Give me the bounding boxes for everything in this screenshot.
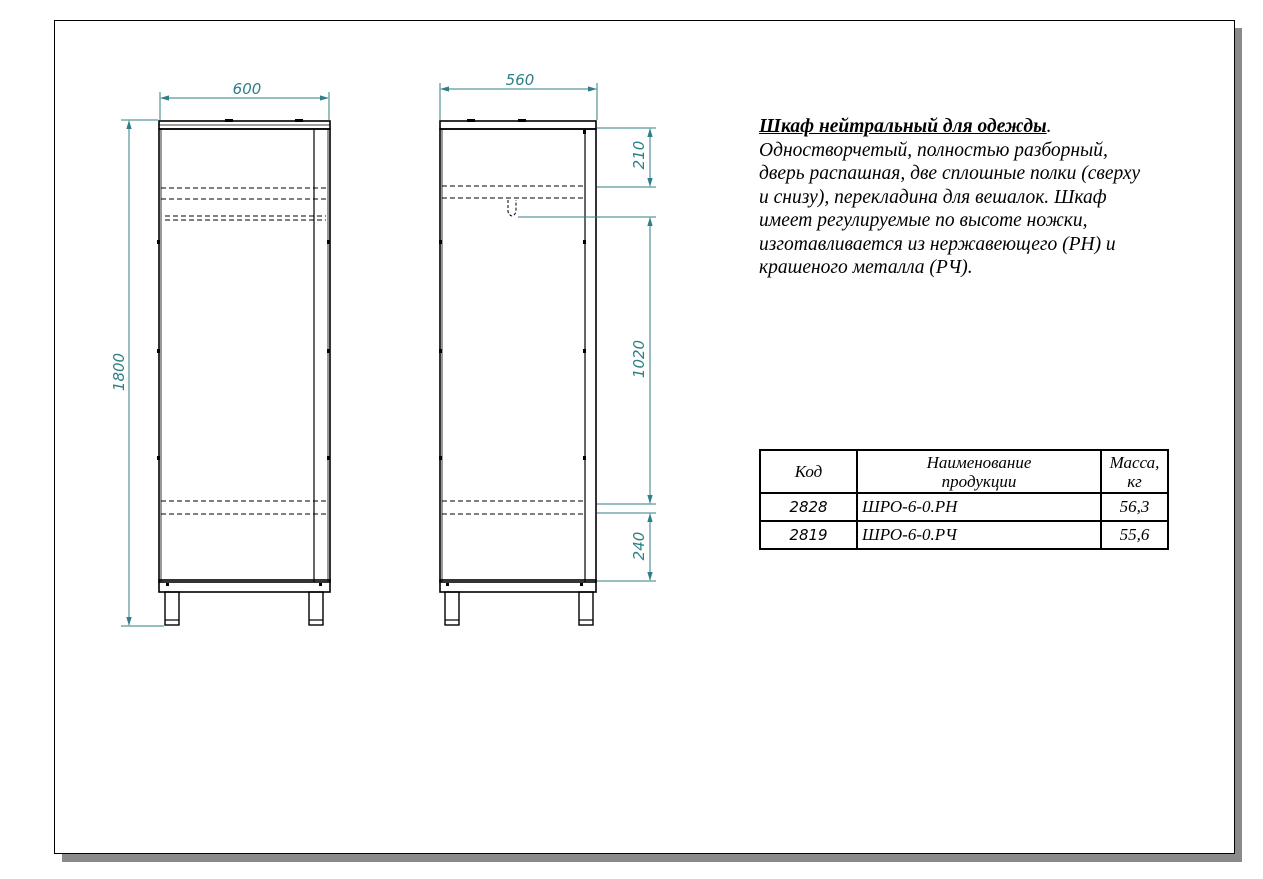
front-height-dimension (121, 119, 164, 627)
hanger-rail-hook (507, 200, 517, 217)
specification-table: Код Наименование продукции Масса, кг 282… (759, 449, 1169, 550)
front-leg-left (164, 591, 180, 626)
row-2-name: ШРО-6-0.РЧ (856, 520, 1102, 550)
side-bottom-label: 240 (630, 532, 648, 561)
row-1-mass: 56,3 (1100, 492, 1169, 522)
side-depth-dimension (439, 83, 598, 120)
header-name-line2: продукции (941, 471, 1017, 491)
front-leg-right (308, 591, 324, 626)
side-view (439, 119, 597, 626)
table-row: 2828 ШРО-6-0.РН 56,3 (759, 492, 1169, 522)
row-2-code: 2819 (759, 520, 858, 550)
description-line-1: Одностворчетый, полностью разборный, (759, 139, 1108, 161)
header-mass-line2: кг (1127, 471, 1142, 491)
side-holes (439, 119, 586, 586)
row-1-code: 2828 (759, 492, 858, 522)
header-name-line1: Наименование (926, 452, 1032, 472)
row-1-name: ШРО-6-0.РН (856, 492, 1102, 522)
side-middle-label: 1020 (630, 340, 648, 378)
description-line-5: изготавливается из нержавеющего (РН) и (759, 233, 1116, 255)
description-line-4: имеет регулируемые по высоте ножки, (759, 210, 1088, 231)
front-holes (157, 119, 330, 586)
description-line-6: крашеного металла (РЧ). (759, 257, 973, 278)
side-cabinet-body (439, 128, 597, 583)
front-height-label: 1800 (110, 353, 128, 391)
side-depth-label: 560 (506, 71, 535, 89)
front-lower-shelf (161, 500, 328, 515)
side-leg-left (444, 591, 460, 626)
header-mass-line1: Масса, (1109, 452, 1160, 472)
front-view (157, 119, 331, 626)
side-leg-right (578, 591, 594, 626)
header-code: Код (759, 449, 858, 494)
front-cabinet-body (158, 128, 331, 583)
description-line-3: и снизу), перекладина для вешалок. Шкаф (759, 186, 1107, 208)
description-title-suffix: . (1046, 116, 1052, 137)
side-lower-shelf (442, 500, 585, 515)
drawing-sheet (54, 20, 1235, 854)
side-base-panel (439, 579, 597, 593)
header-mass: Масса, кг (1100, 449, 1169, 494)
front-width-label: 600 (233, 80, 262, 98)
side-upper-shelf (442, 185, 585, 199)
front-base-panel (158, 579, 331, 593)
header-name: Наименование продукции (856, 449, 1102, 494)
description-title: Шкаф нейтральный для одежды (759, 116, 1047, 137)
table-row: 2819 ШРО-6-0.РЧ 55,6 (759, 520, 1169, 550)
front-upper-shelf (161, 187, 328, 221)
product-description: Шкаф нейтральный для одежды. Одностворче… (759, 115, 1189, 280)
side-top-label: 210 (630, 141, 648, 170)
header-code-label: Код (794, 462, 823, 481)
table-header-row: Код Наименование продукции Масса, кг (759, 449, 1169, 494)
front-width-dimension (159, 92, 330, 120)
row-2-mass: 55,6 (1100, 520, 1169, 550)
side-vertical-dimensions (518, 127, 656, 582)
side-top-panel (439, 120, 597, 130)
description-line-2: дверь распашная, две сплошные полки (све… (759, 163, 1141, 184)
